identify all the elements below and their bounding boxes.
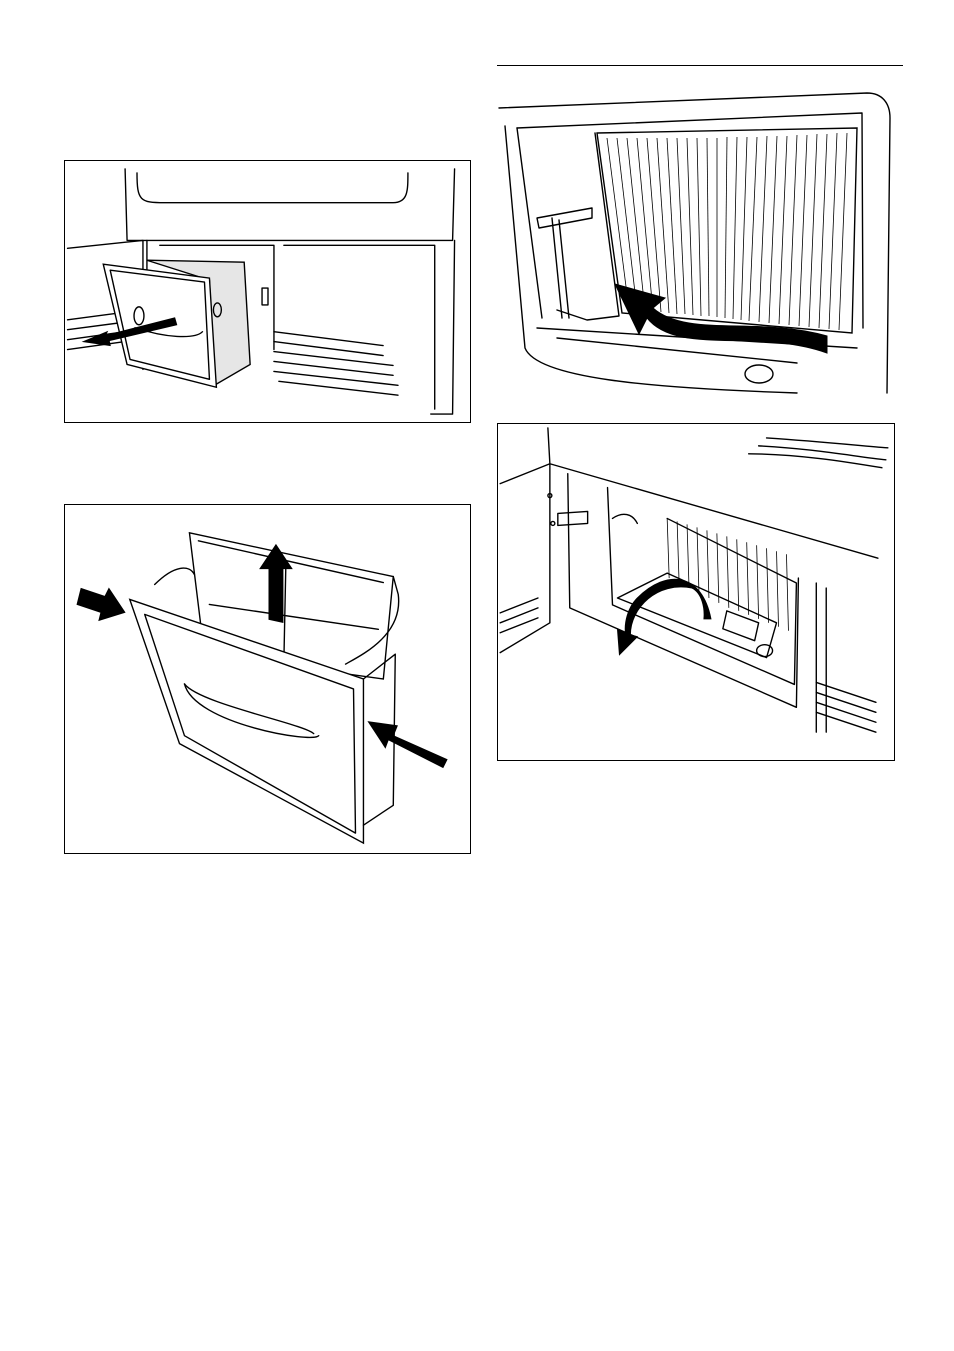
pull-out-drawer-illustration	[65, 161, 470, 422]
figure-flip-flap-open	[497, 423, 895, 761]
arrow-squeeze-left-icon	[77, 589, 125, 621]
figure-squeeze-remove-filter	[64, 504, 471, 854]
squeeze-filter-illustration	[65, 505, 470, 853]
flip-flap-illustration	[498, 424, 894, 760]
figure-filter-chamber-lift	[497, 88, 895, 396]
figure-pull-out-drawer	[64, 160, 471, 423]
section-rule	[497, 65, 903, 66]
filter-chamber-illustration	[497, 88, 895, 396]
arrow-squeeze-right-icon	[368, 722, 447, 768]
